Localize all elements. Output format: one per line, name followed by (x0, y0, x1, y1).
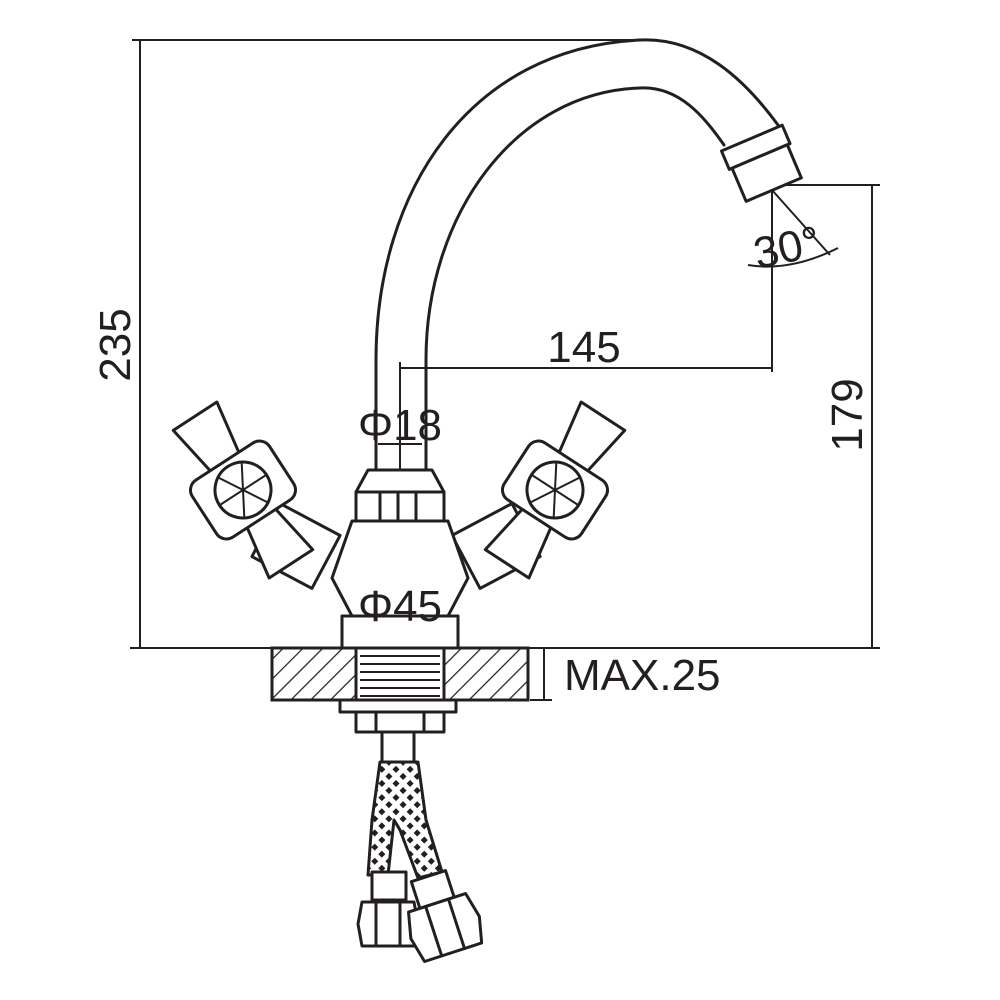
washer-plate (338, 698, 458, 714)
spout-nut (354, 468, 446, 523)
dim-angle-arc (747, 247, 839, 268)
braided-hose (366, 760, 444, 880)
left-hose-ferrule (370, 870, 408, 902)
right-handle-cap-star (529, 462, 581, 518)
label-overall-height: 235 (91, 308, 140, 381)
left-cross-handle (171, 400, 315, 580)
countertop-section (270, 646, 530, 734)
label-spout-angle: 30° (749, 217, 824, 279)
label-spout-diameter: Φ18 (358, 401, 442, 450)
lock-nut-facets (374, 710, 426, 734)
dimension-labels: 235 179 145 Φ18 Φ45 MAX.25 30° (91, 217, 872, 700)
lock-nut (354, 710, 446, 734)
label-base-diameter: Φ45 (358, 582, 442, 631)
label-spout-height: 179 (823, 378, 872, 451)
spout-outer-edge (374, 38, 780, 470)
left-hose-nut-facets (374, 900, 402, 948)
label-max-thickness: MAX.25 (564, 651, 721, 700)
left-handle-cap-star (217, 462, 269, 518)
right-hose-nut-facets (424, 897, 467, 958)
shank-thread (360, 655, 440, 697)
aerator-tip (730, 143, 803, 203)
spout-nut-facets (354, 490, 446, 523)
label-spout-reach: 145 (547, 323, 620, 372)
hose-stem (380, 730, 416, 764)
aerator (719, 123, 803, 203)
dim-angle-ray (771, 189, 831, 256)
supply-hoses (356, 730, 484, 964)
spout (374, 38, 803, 470)
right-hose-fitting (407, 869, 484, 964)
right-cross-handle (483, 400, 627, 580)
spout-inner-edge (424, 86, 726, 470)
